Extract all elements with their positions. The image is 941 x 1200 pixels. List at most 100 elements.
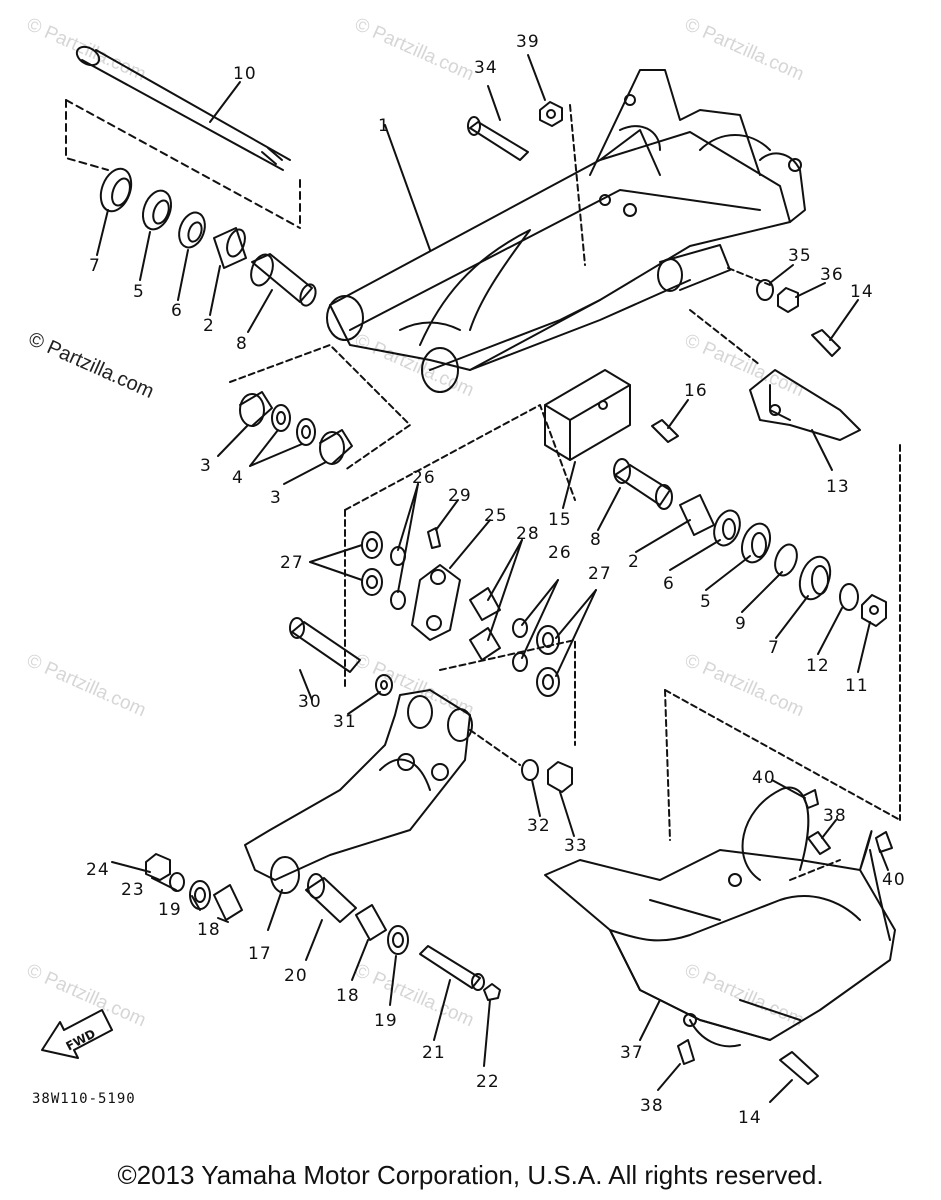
bushing-part [390,590,406,610]
callout-19: 19 [374,1011,398,1031]
bearing-part [141,189,173,231]
washer-part [756,279,774,301]
callout-20: 20 [284,966,308,986]
swingarm-part [326,69,806,393]
pivot-shaft-part [75,45,291,171]
callout-30: 30 [298,692,322,712]
bolt-part [807,831,831,855]
nut-part [539,101,563,127]
callout-7: 7 [89,256,101,276]
bolt-part [467,116,529,161]
callout-33: 33 [564,836,588,856]
collar-part [213,884,243,921]
oil-seal-part [271,404,291,432]
collar-part [178,211,206,249]
bolt-part [677,1039,695,1065]
callout-27: 27 [280,553,304,573]
callout-15: 15 [548,510,572,530]
callout-27: 27 [588,564,612,584]
oil-seal-part [361,568,383,596]
callout-39: 39 [516,32,540,52]
callout-24: 24 [86,860,110,880]
washer-part [169,872,185,892]
washer-part [521,759,539,781]
callout-18: 18 [197,920,221,940]
bolt-part [419,945,485,991]
guide-bracket-part [544,369,631,461]
bolt-part [875,831,893,853]
callout-16: 16 [684,381,708,401]
skid-plate-part [544,786,896,1048]
bushing-part [213,227,247,269]
callout-2: 2 [203,316,215,336]
nut-part [145,853,171,881]
callout-18: 18 [336,986,360,1006]
bolt-part [727,267,841,357]
callout-34: 34 [474,58,498,78]
nut-part [547,761,573,793]
callout-37: 37 [620,1043,644,1063]
callout-3: 3 [270,488,282,508]
callout-32: 32 [527,816,551,836]
oil-seal-part [361,531,383,559]
callout-10: 10 [233,64,257,84]
callout-38: 38 [823,806,847,826]
collar-part [713,509,741,547]
collar-part [469,587,501,621]
grease-nipple-part [427,527,441,549]
nut-part [483,983,501,1001]
callout-38: 38 [640,1096,664,1116]
callout-2: 2 [628,552,640,572]
callout-14: 14 [850,282,874,302]
bushing-part [679,494,715,536]
callout-17: 17 [248,944,272,964]
callout-40: 40 [752,768,776,788]
oil-seal-part [536,625,560,655]
callout-25: 25 [484,506,508,526]
collar-part [355,904,387,941]
collar-part [305,873,357,923]
oil-seal-part [387,925,409,955]
callout-9: 9 [735,614,747,634]
copyright-notice: ©2013 Yamaha Motor Corporation, U.S.A. A… [117,1160,824,1190]
washer-part [774,543,798,577]
callout-36: 36 [820,265,844,285]
washer-part [375,674,393,696]
callout-26: 26 [548,543,572,563]
callout-6: 6 [171,301,183,321]
connecting-rod-part [411,564,461,641]
forward-arrow-icon [41,1009,113,1059]
pivot-collar-part [613,458,673,510]
pivot-collar-part [250,253,317,307]
seal-part [99,167,133,213]
callout-40: 40 [882,870,906,890]
callout-13: 13 [826,477,850,497]
bolt-part [779,1051,819,1085]
relay-arm-part [244,689,473,894]
callout-14: 14 [738,1108,762,1128]
callout-21: 21 [422,1043,446,1063]
callout-23: 23 [121,880,145,900]
collar-part [469,627,501,661]
callout-26: 26 [412,468,436,488]
callout-12: 12 [806,656,830,676]
callout-1: 1 [378,116,390,136]
callout-28: 28 [516,524,540,544]
callout-19: 19 [158,900,182,920]
callout-11: 11 [845,676,869,696]
seal-part [798,555,832,601]
callout-31: 31 [333,712,357,732]
oil-seal-part [189,880,211,910]
callout-3: 3 [200,456,212,476]
collar-part [319,429,353,465]
oil-seal-part [296,418,316,446]
diagram-code: 38W110-5190 [32,1091,136,1107]
bushing-part [512,652,528,672]
callout-29: 29 [448,486,472,506]
nut-part [861,594,887,627]
callout-7: 7 [768,638,780,658]
chain-slider-part [689,309,861,441]
bushing-part [512,618,528,638]
